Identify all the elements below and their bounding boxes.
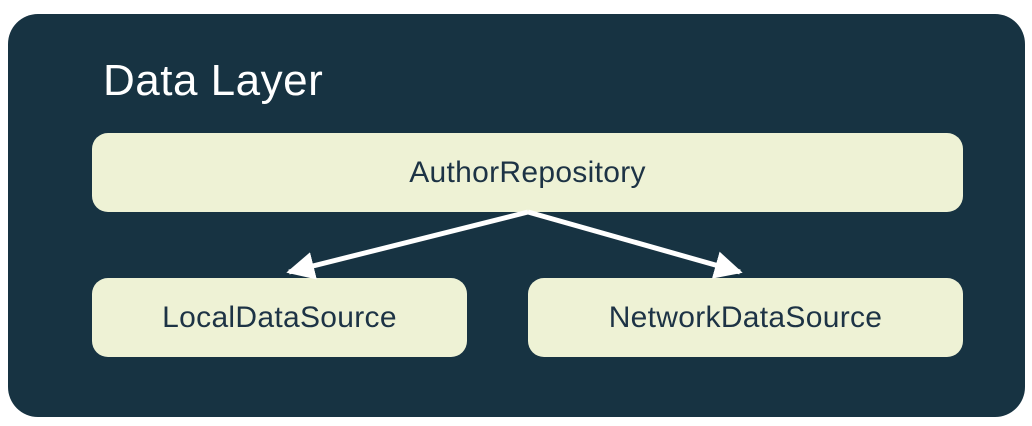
node-author-repository: AuthorRepository [92, 133, 963, 212]
node-network-data-source: NetworkDataSource [528, 278, 963, 357]
data-layer-title: Data Layer [103, 56, 324, 105]
node-author-repository-label: AuthorRepository [409, 155, 646, 189]
node-local-data-source: LocalDataSource [92, 278, 467, 357]
node-network-data-source-label: NetworkDataSource [608, 300, 883, 334]
node-local-data-source-label: LocalDataSource [162, 300, 397, 334]
